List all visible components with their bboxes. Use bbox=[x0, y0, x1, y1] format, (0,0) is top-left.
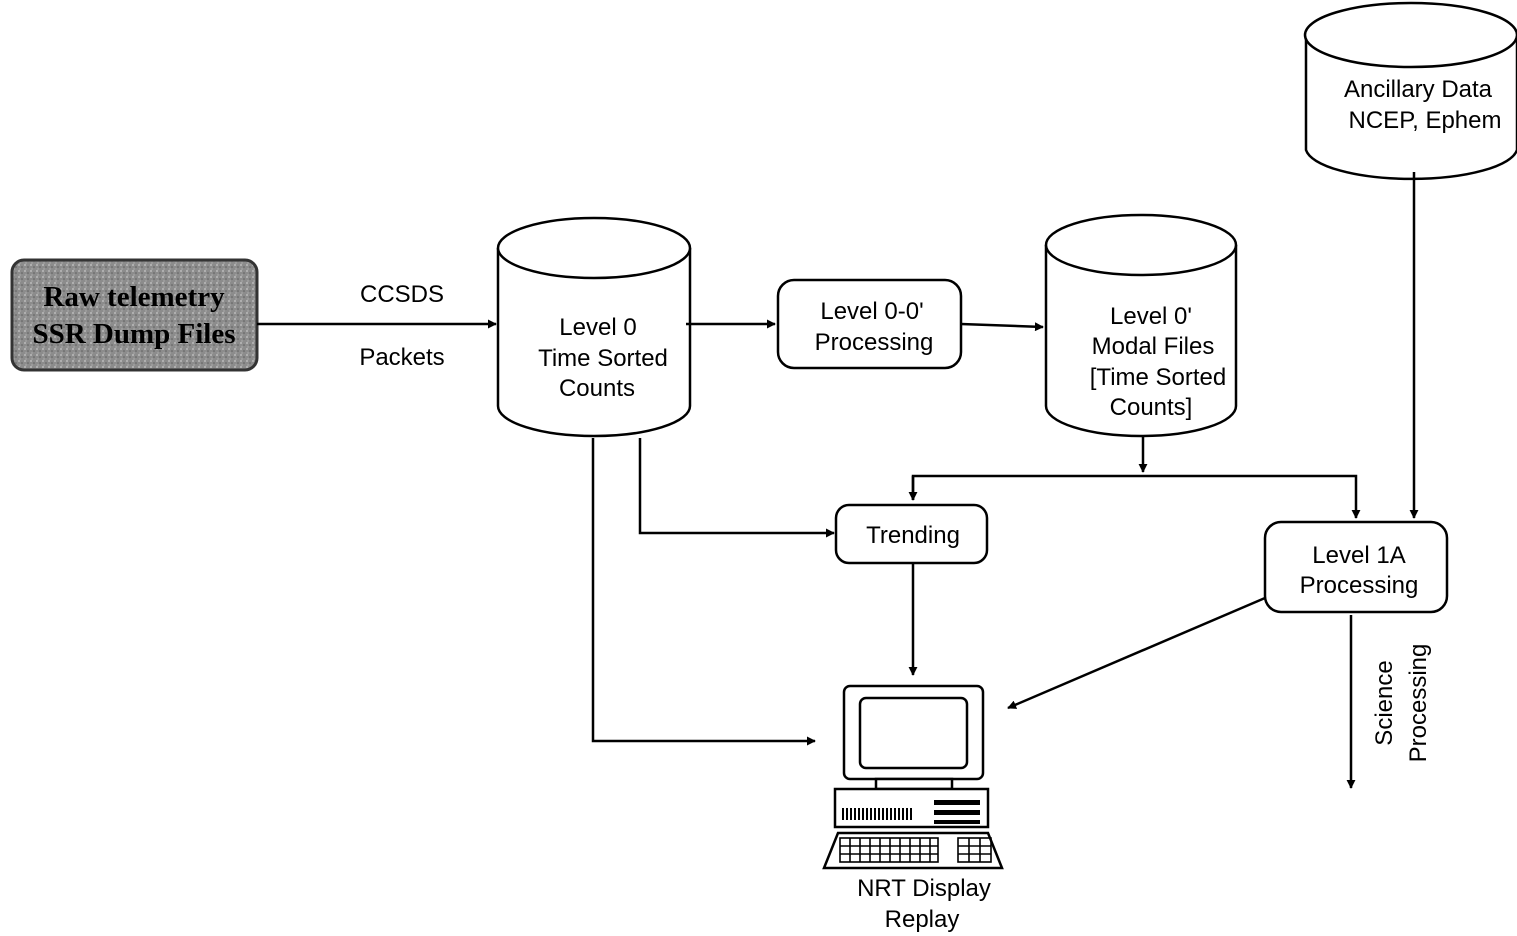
ancillary-data-cylinder: Ancillary Data NCEP, Ephem bbox=[1303, 1, 1517, 181]
level0prime-cylinder: Level 0' Modal Files [Time Sorted Counts… bbox=[1044, 213, 1238, 438]
level1a-processing-box: Level 1A Processing bbox=[1263, 520, 1449, 614]
edge-level1a-to-display bbox=[1007, 596, 1266, 710]
trending-box: Trending bbox=[834, 503, 989, 565]
level0-cylinder: Level 0 Time Sorted Counts bbox=[496, 216, 692, 438]
level0prime-line-1: Level 0' bbox=[1110, 303, 1192, 330]
ancillary-line-2: NCEP, Ephem bbox=[1349, 107, 1502, 134]
level0prime-line-3: [Time Sorted bbox=[1090, 364, 1227, 391]
science-processing-label: Science Processing bbox=[1371, 644, 1432, 763]
raw-telemetry-line-1: Raw telemetry bbox=[43, 281, 225, 313]
science-line-2: Processing bbox=[1405, 644, 1432, 763]
raw-telemetry-box: Raw telemetry SSR Dump Files bbox=[10, 258, 259, 372]
level0-line-2: Time Sorted bbox=[538, 345, 668, 372]
trending-label: Trending bbox=[866, 522, 960, 549]
level0-line-1: Level 0 bbox=[559, 314, 636, 341]
edge-level0-to-trending bbox=[638, 438, 835, 538]
ancillary-line-1: Ancillary Data bbox=[1344, 76, 1493, 103]
level00-line-2: Processing bbox=[815, 329, 934, 356]
level00-line-1: Level 0-0' bbox=[820, 298, 923, 325]
nrt-display-line-2: Replay bbox=[885, 906, 960, 933]
ccsds-label: CCSDS bbox=[360, 281, 444, 308]
level00-processing-box: Level 0-0' Processing bbox=[776, 278, 963, 370]
raw-telemetry-line-2: SSR Dump Files bbox=[32, 318, 235, 350]
packets-label: Packets bbox=[359, 344, 444, 371]
level0prime-line-2: Modal Files bbox=[1092, 333, 1215, 360]
level0prime-line-4: Counts] bbox=[1110, 394, 1193, 421]
science-line-1: Science bbox=[1371, 660, 1398, 745]
edge-processing-to-level0prime bbox=[960, 322, 1044, 332]
level1a-line-1: Level 1A bbox=[1312, 542, 1405, 569]
level1a-line-2: Processing bbox=[1300, 572, 1419, 599]
level0-line-3: Counts bbox=[559, 375, 635, 402]
computer-icon bbox=[822, 684, 1004, 870]
nrt-display-line-1: NRT Display bbox=[857, 875, 991, 902]
edge-level0-to-display bbox=[591, 438, 816, 746]
edge-level0prime-split bbox=[908, 436, 1361, 519]
